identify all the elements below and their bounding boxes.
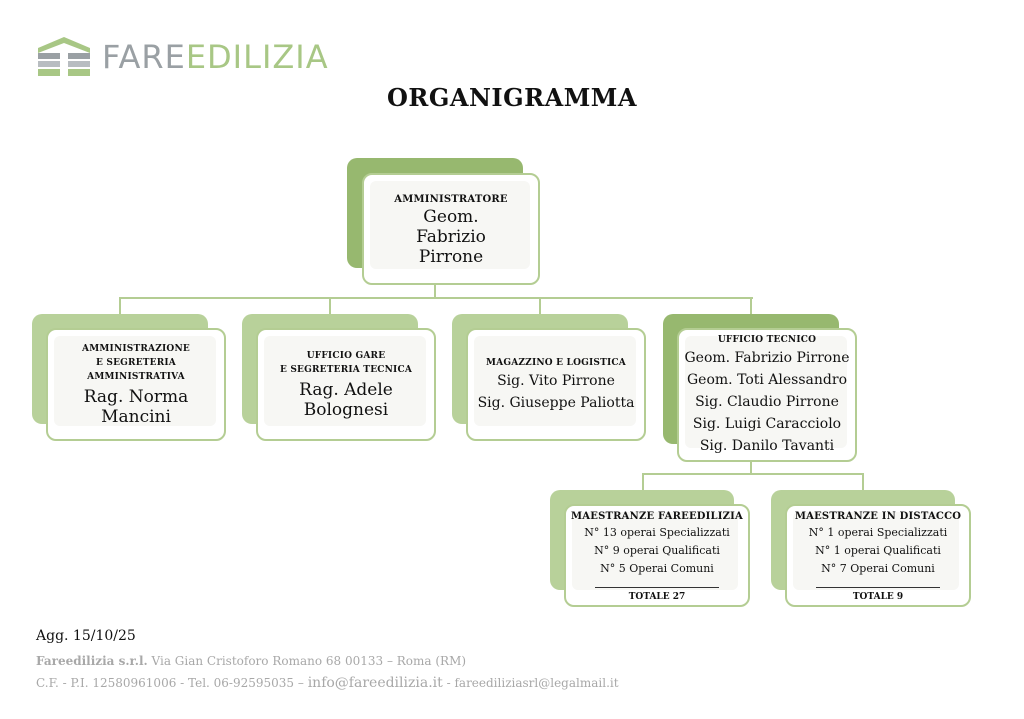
connector-dept4 (750, 297, 752, 314)
workforce-total: TOTALE 9 (852, 592, 904, 602)
company-ids: C.F. - P.I. 12580961006 - Tel. 06-925950… (36, 676, 304, 690)
dept-member: Sig. Danilo Tavanti (699, 438, 835, 454)
connector-workforce2 (862, 473, 864, 490)
workforce-line: N° 7 Operai Comuni (821, 562, 935, 575)
email-link[interactable]: info@fareedilizia.it (307, 675, 443, 691)
connector-workforce1 (642, 473, 644, 490)
brand-wordmark: FAREEDILIZIA (102, 41, 329, 73)
dept-member: Rag. Norma Mancini (83, 387, 189, 427)
workforce-total: TOTALE 27 (628, 592, 686, 602)
connector-tech-down (750, 461, 752, 474)
dept-role-line1: AMMINISTRAZIONE (82, 344, 190, 354)
dept-member: Rag. Adele Bolognesi (299, 380, 393, 420)
admin-name: Geom. Fabrizio Pirrone (416, 206, 486, 267)
workforce-card: MAESTRANZE FAREEDILIZIA N° 13 operai Spe… (564, 504, 750, 607)
dept-member: Geom. Toti Alessandro (687, 372, 847, 388)
dept-member: Sig. Claudio Pirrone (695, 394, 839, 410)
divider (816, 587, 940, 588)
workforce-line: N° 1 operai Qualificati (815, 544, 941, 557)
workforce-title: MAESTRANZE IN DISTACCO (794, 511, 962, 522)
connector-dept1 (119, 297, 121, 314)
dept-member: Sig. Giuseppe Paliotta (477, 394, 635, 411)
dept-card: UFFICIO TECNICO Geom. Fabrizio Pirrone G… (677, 328, 857, 462)
page-title: ORGANIGRAMMA (387, 83, 637, 112)
footer-contact-line: C.F. - P.I. 12580961006 - Tel. 06-925950… (36, 675, 619, 691)
connector-admin-down (434, 285, 436, 298)
update-date: Agg. 15/10/25 (36, 628, 136, 644)
workforce-card: MAESTRANZE IN DISTACCO N° 1 operai Speci… (785, 504, 971, 607)
connector-level2-bar (642, 473, 864, 475)
dept-member: Sig. Vito Pirrone (497, 372, 615, 389)
dept-member: Geom. Fabrizio Pirrone (684, 350, 850, 366)
building-icon (38, 37, 90, 76)
dept-role-line2: E SEGRETERIA TECNICA (279, 365, 413, 375)
brand-part-1: FARE (102, 38, 186, 76)
dept-card: AMMINISTRAZIONE E SEGRETERIA AMMINISTRAT… (46, 328, 226, 441)
dept-role-line1: MAGAZZINO E LOGISTICA (486, 357, 626, 368)
dept-role-line2: E SEGRETERIA AMMINISTRATIVA (87, 358, 185, 382)
brand-part-2: EDILIZIA (185, 38, 329, 76)
connector-dept3 (539, 297, 541, 314)
connector-dept2 (329, 297, 331, 314)
admin-role: AMMINISTRATORE (394, 193, 508, 205)
dept-card: MAGAZZINO E LOGISTICA Sig. Vito Pirrone … (466, 328, 646, 441)
connector-level1-bar (119, 297, 753, 299)
workforce-line: N° 1 operai Specializzati (808, 526, 948, 539)
workforce-line: N° 13 operai Specializzati (584, 526, 730, 539)
footer-address-line: Fareedilizia s.r.l. Via Gian Cristoforo … (36, 654, 466, 668)
dept-member: Sig. Luigi Caracciolo (692, 416, 842, 432)
dept-role-line1: UFFICIO TECNICO (717, 335, 817, 345)
company-logo: FAREEDILIZIA (36, 36, 329, 78)
company-address: Via Gian Cristoforo Romano 68 00133 – Ro… (151, 654, 467, 668)
workforce-line: N° 5 Operai Comuni (600, 562, 714, 575)
admin-card: AMMINISTRATORE Geom. Fabrizio Pirrone (362, 173, 540, 285)
dept-card: UFFICIO GARE E SEGRETERIA TECNICA Rag. A… (256, 328, 436, 441)
workforce-line: N° 9 operai Qualificati (594, 544, 720, 557)
divider (594, 587, 719, 588)
pec-email-link[interactable]: fareediliziasrl@legalmail.it (454, 676, 619, 690)
email-separator: - (446, 676, 451, 690)
workforce-title: MAESTRANZE FAREEDILIZIA (571, 511, 743, 522)
company-name: Fareedilizia s.r.l. (36, 654, 148, 668)
dept-role-line1: UFFICIO GARE (306, 351, 386, 361)
